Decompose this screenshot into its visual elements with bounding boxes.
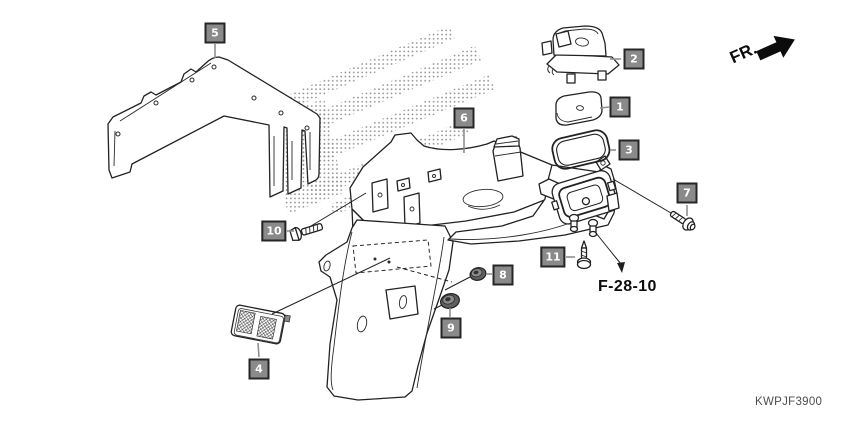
- pad-part-1: [555, 91, 603, 126]
- license-plate-area: [352, 239, 432, 274]
- mud-guard: [318, 219, 454, 401]
- reflector-part-4: [230, 304, 291, 345]
- callout-9[interactable]: 9: [440, 317, 462, 339]
- flange-bolt-10: [289, 223, 324, 242]
- callout-leaders: [214, 44, 688, 358]
- callout-4[interactable]: 4: [248, 358, 270, 380]
- callout-5[interactable]: 5: [204, 22, 226, 44]
- callout-3[interactable]: 3: [618, 139, 640, 161]
- tapping-screw-11: [576, 240, 592, 270]
- flange-nut-9: [440, 293, 460, 309]
- cover-part-2: [541, 25, 620, 84]
- f28-arrowhead: [617, 262, 625, 273]
- fr-arrow-icon: [756, 35, 795, 61]
- callout-11[interactable]: 11: [540, 246, 566, 268]
- leader-lines: [271, 178, 672, 315]
- callout-1[interactable]: 1: [609, 96, 631, 118]
- callout-2[interactable]: 2: [623, 48, 645, 70]
- callout-8[interactable]: 8: [492, 264, 514, 286]
- flange-nut-8: [469, 267, 487, 281]
- callout-6[interactable]: 6: [453, 107, 475, 129]
- seal-part-3: [551, 129, 611, 170]
- bracket-part-5: [107, 56, 321, 198]
- deck-box: [462, 135, 524, 210]
- callout-7[interactable]: 7: [676, 182, 698, 204]
- callout-10[interactable]: 10: [261, 220, 287, 242]
- diagram-part-code: KWPJF3900: [755, 396, 823, 408]
- storage-tray: [551, 155, 620, 238]
- cross-reference-label: F-28-10: [598, 278, 657, 295]
- flange-bolt-7: [669, 210, 696, 231]
